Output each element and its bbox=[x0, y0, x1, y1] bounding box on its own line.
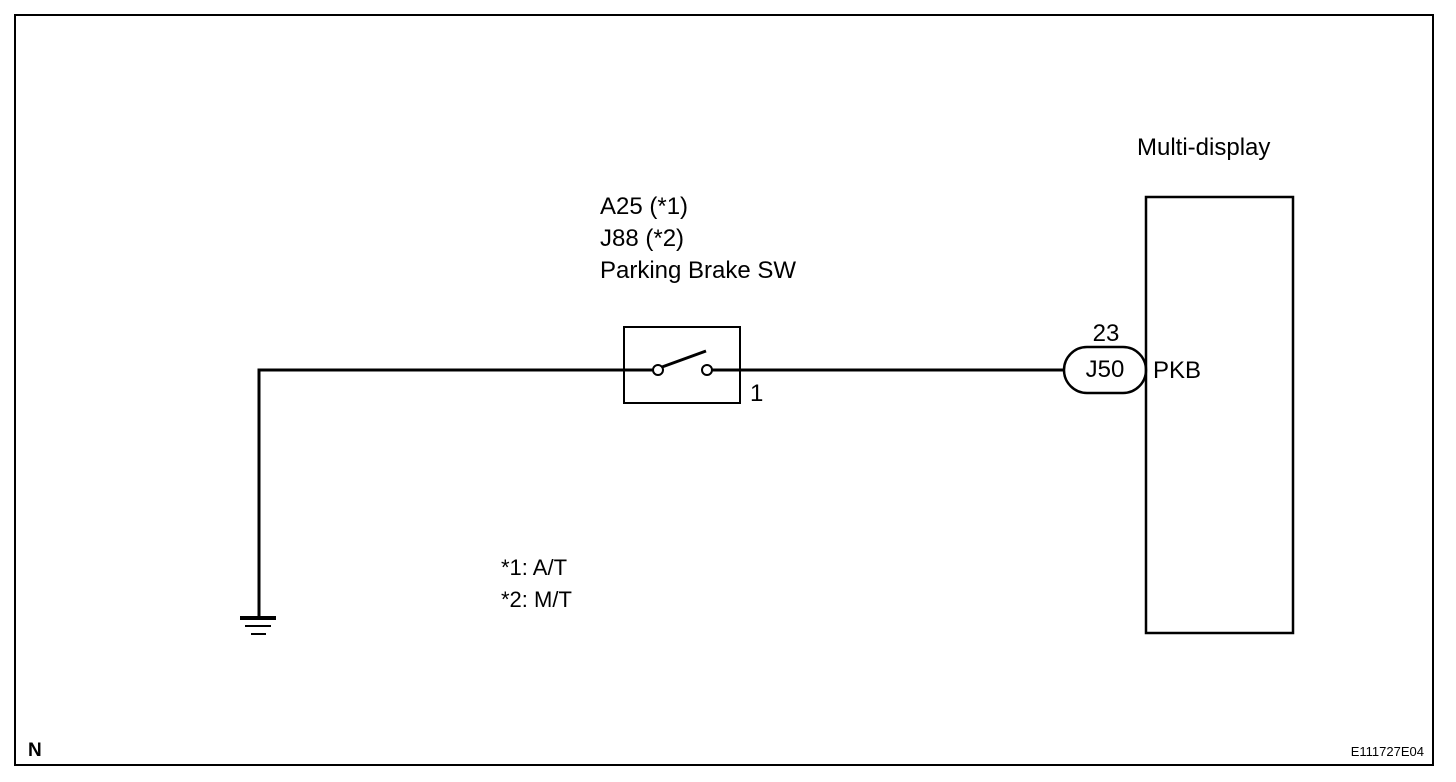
switch-contact-left-icon bbox=[652, 364, 664, 376]
terminal-label: PKB bbox=[1153, 357, 1201, 384]
note-mt: *2: M/T bbox=[501, 587, 572, 612]
connector-pin: 23 bbox=[1093, 320, 1120, 347]
ground-symbol-icon bbox=[240, 616, 276, 635]
multi-display-box bbox=[1144, 195, 1295, 635]
multi-display-title: Multi-display bbox=[1137, 134, 1270, 161]
switch-name: Parking Brake SW bbox=[600, 257, 796, 284]
corner-label: N bbox=[28, 740, 42, 761]
parking-brake-switch bbox=[623, 326, 741, 404]
note-at: *1: A/T bbox=[501, 555, 567, 580]
switch-code-mt: J88 (*2) bbox=[600, 225, 684, 252]
switch-lever-icon bbox=[661, 349, 707, 369]
figure-id: E111727E04 bbox=[1351, 744, 1424, 759]
connector-label: J50 bbox=[1086, 356, 1125, 383]
diagram-frame bbox=[14, 14, 1434, 766]
switch-code-at: A25 (*1) bbox=[600, 193, 688, 220]
switch-pin: 1 bbox=[750, 380, 763, 407]
ground-wire bbox=[257, 368, 625, 618]
switch-contact-right-icon bbox=[701, 364, 713, 376]
